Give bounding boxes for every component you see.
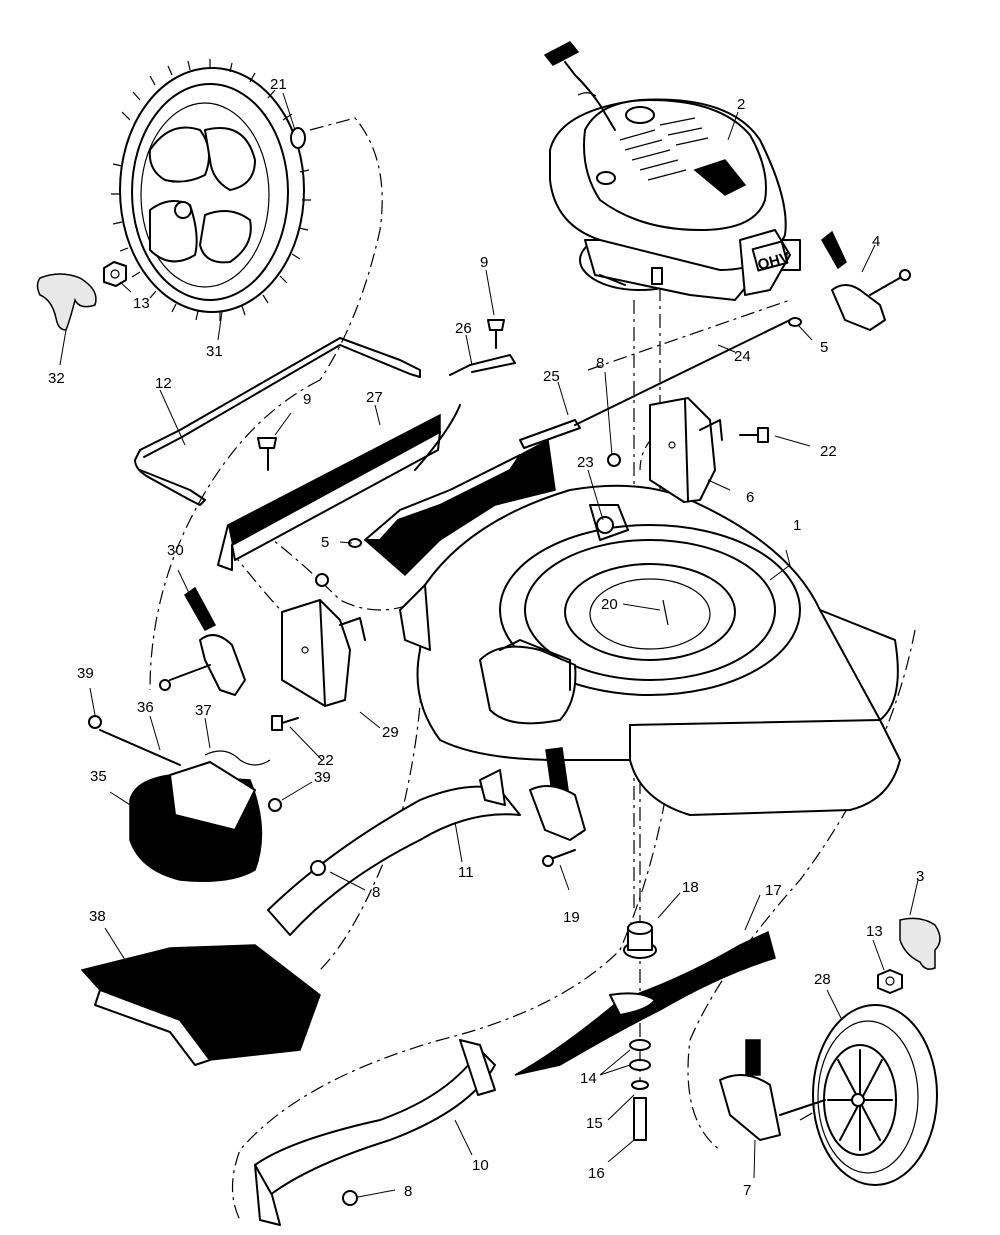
callout-13b: 13	[866, 923, 883, 940]
callout-15: 15	[586, 1115, 603, 1132]
chute-door	[363, 354, 581, 577]
callout-39b: 39	[314, 769, 331, 786]
leader-lines	[59, 92, 919, 1198]
callout-18: 18	[682, 879, 699, 896]
callout-4: 4	[872, 233, 880, 250]
engine-cooling-vents	[619, 117, 709, 181]
hubcap-32	[36, 273, 97, 331]
callout-29: 29	[382, 724, 399, 741]
callout-9a: 9	[480, 254, 488, 271]
callout-19: 19	[563, 909, 580, 926]
callout-23: 23	[577, 454, 594, 471]
callout-8a: 8	[596, 355, 604, 372]
mower-deck	[399, 484, 901, 816]
deflector-11	[267, 769, 521, 936]
callout-8c: 8	[404, 1183, 412, 1200]
callout-8b: 8	[372, 884, 380, 901]
callout-24: 24	[734, 348, 751, 365]
rear-wheel	[111, 59, 311, 321]
callout-25: 25	[543, 368, 560, 385]
callout-3: 3	[916, 868, 924, 885]
height-adjuster-19	[529, 747, 586, 867]
rear-door	[88, 715, 282, 882]
callout-35: 35	[90, 768, 107, 785]
callout-37: 37	[195, 702, 212, 719]
engine: OHV	[549, 98, 801, 301]
callout-14: 14	[580, 1070, 597, 1087]
callout-9b: 9	[303, 391, 311, 408]
callout-39a: 39	[77, 665, 94, 682]
callout-10: 10	[472, 1157, 489, 1174]
rear-skirt-10	[254, 1039, 496, 1226]
baffle-27	[217, 413, 441, 571]
callout-labels: 1 2 3 4 5 5 6 7 8 8 8 9 9 10 11 12 13 13…	[48, 76, 924, 1200]
callout-21: 21	[270, 76, 287, 93]
nut-13-lower	[877, 969, 903, 994]
callout-31: 31	[206, 343, 223, 360]
washer-21	[290, 127, 306, 149]
callout-30: 30	[167, 542, 184, 559]
callout-11: 11	[458, 864, 474, 881]
height-adjuster-7	[719, 1039, 826, 1141]
primer-dipstick	[543, 41, 616, 131]
callout-13a: 13	[133, 295, 150, 312]
callout-22a: 22	[820, 443, 837, 460]
callout-38: 38	[89, 908, 106, 925]
hubcap-3	[899, 917, 941, 970]
callout-28: 28	[814, 971, 831, 988]
handle-bracket	[134, 337, 421, 506]
callout-32: 32	[48, 370, 65, 387]
callout-27: 27	[366, 389, 383, 406]
callout-5a: 5	[820, 339, 828, 356]
callout-36: 36	[137, 699, 154, 716]
adapter-18	[623, 921, 657, 959]
callout-16: 16	[588, 1165, 605, 1182]
side-bracket-6	[649, 397, 723, 503]
side-bracket-29	[281, 599, 366, 707]
callout-26: 26	[455, 320, 472, 337]
callout-17: 17	[765, 882, 782, 899]
rod-24	[574, 319, 791, 426]
height-adjuster-30	[159, 586, 246, 696]
blade-hardware	[629, 1039, 651, 1141]
callout-5b: 5	[321, 534, 329, 551]
callout-22b: 22	[317, 752, 334, 769]
callout-7: 7	[743, 1182, 751, 1199]
blade-17	[514, 930, 776, 1076]
callout-12: 12	[155, 375, 172, 392]
callout-1: 1	[793, 517, 801, 534]
height-adjuster-4	[821, 230, 911, 331]
nut-13-upper	[103, 261, 127, 287]
front-wheel-28	[812, 1004, 938, 1186]
callout-2: 2	[737, 96, 745, 113]
callout-6: 6	[746, 489, 754, 506]
callout-20: 20	[601, 596, 618, 613]
small-fasteners	[257, 317, 802, 1206]
mulch-plug-38	[80, 944, 321, 1066]
